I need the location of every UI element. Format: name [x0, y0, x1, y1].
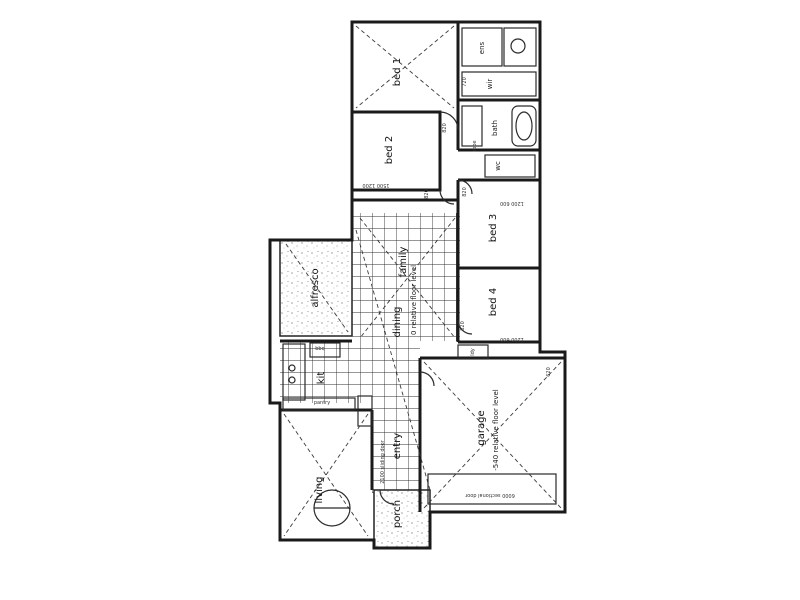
window-size-label: 1200 600 — [500, 200, 524, 206]
outer-walls — [268, 20, 567, 550]
room-label-porch: porch — [392, 500, 403, 528]
room-label-alfresco: alfresco — [310, 268, 321, 307]
room-label-bath: bath — [491, 120, 499, 136]
fixture-label: pantry — [314, 400, 330, 406]
door-size-label: 620 — [546, 367, 552, 377]
room-label-garage: garage — [476, 410, 487, 445]
floor-level-main: 0 relative floor level — [410, 265, 418, 335]
window-size-label: 1200 600 — [500, 336, 524, 342]
door-size-label: 820 — [442, 123, 448, 133]
room-label-wc: wc — [494, 161, 502, 171]
fixture-label: ldy — [470, 348, 476, 356]
living-feature — [313, 489, 351, 527]
garage-door — [427, 473, 557, 505]
room-label-bed3: bed 3 — [488, 214, 499, 242]
room-label-wir: wir — [486, 79, 494, 90]
room-label-ens: ens — [478, 41, 486, 54]
room-label-entry: entry — [392, 433, 403, 460]
kitchen-fixtures — [282, 342, 489, 427]
opening-labels: 820 820 820 820 720 620 1500 1200 1200 6… — [314, 77, 552, 498]
door-swings — [379, 111, 473, 505]
fixture-label: robe — [472, 140, 478, 151]
door-size-label: 820 — [460, 321, 466, 331]
room-label-living: living — [314, 477, 325, 504]
door-size-label: 820 — [462, 187, 468, 197]
room-label-kit: kit — [316, 372, 327, 385]
window-size-label: 1500 1200 — [362, 182, 389, 188]
fixture-label: bbq — [315, 346, 325, 352]
room-labels: bed 1 bed 2 bed 3 bed 4 wir bath ens wc … — [310, 41, 502, 528]
room-label-bed2: bed 2 — [384, 136, 395, 164]
room-label-dining: dining — [392, 307, 403, 338]
floor-level-garage: -540 relative floor level — [492, 389, 500, 471]
room-label-family: family — [398, 246, 409, 277]
sliding-door-label: 2100 sliding door — [380, 439, 386, 483]
garage-door-label: 6000 sectional door — [464, 492, 515, 498]
wet-areas — [461, 27, 537, 178]
door-size-label: 820 — [424, 189, 430, 199]
room-label-bed1: bed 1 — [392, 58, 403, 86]
room-label-bed4: bed 4 — [488, 288, 499, 316]
diagonal-lines — [283, 25, 562, 537]
door-size-label: 720 — [462, 77, 468, 87]
